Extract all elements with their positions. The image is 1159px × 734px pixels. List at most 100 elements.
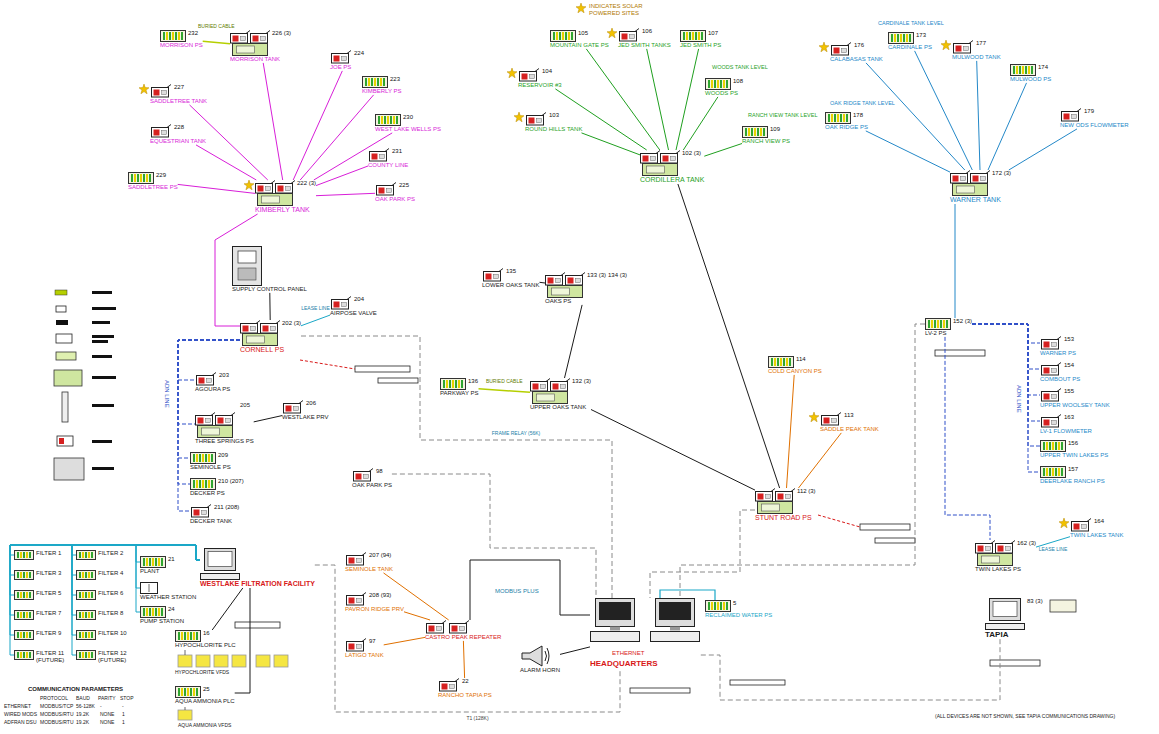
icon-part [635, 29, 639, 32]
note-label: PARITY [98, 696, 116, 702]
device-icon [482, 268, 504, 282]
connector [301, 315, 330, 326]
edge-label: LEASE LINE [300, 306, 331, 312]
connector [178, 340, 240, 511]
icon-part [766, 495, 771, 499]
site-node: FILTER 5 [14, 590, 61, 600]
device-icon [14, 590, 34, 600]
connector [680, 324, 925, 598]
solar-star [576, 3, 586, 13]
star-shape [576, 3, 586, 13]
icon-part [548, 286, 583, 298]
device-row: FILTER 11 (FUTURE) [14, 650, 70, 664]
icon-part [91, 572, 93, 578]
icon-part [191, 479, 216, 490]
icon-part [931, 320, 933, 328]
device-icon [76, 650, 96, 660]
connector [384, 573, 449, 620]
device-row: 114 [768, 356, 822, 368]
icon-part [149, 174, 151, 182]
icon-part [837, 413, 841, 416]
icon-part [79, 652, 81, 658]
router-symbol [990, 660, 1040, 666]
site-name: EQUESTRIAN TANK [150, 138, 206, 145]
device-row: 228 [150, 124, 206, 138]
icon-part [190, 632, 192, 640]
router-symbol [935, 350, 985, 356]
icon-part [23, 632, 25, 638]
site-name: DECKER PS [190, 490, 244, 497]
connector [269, 293, 270, 320]
site-node: 222 (3)KIMBERLY TANK [255, 180, 316, 214]
icon-part [377, 78, 379, 86]
device-icon [352, 468, 374, 482]
device-icon [755, 488, 795, 514]
device-row: FILTER 6 [76, 590, 123, 600]
device-icon [368, 148, 390, 162]
icon-part [88, 652, 90, 658]
icon-part [187, 632, 189, 640]
note-label: RANCH VIEW TANK LEVEL [748, 112, 817, 118]
site-number: 224 [354, 50, 364, 57]
note-label: BAUD [76, 696, 90, 702]
device-icon [705, 600, 731, 612]
icon-part [163, 32, 165, 40]
icon-part [77, 591, 96, 600]
icon-part [757, 128, 759, 136]
icon-part [1049, 442, 1051, 450]
site-name: LATIGO TANK [345, 652, 384, 659]
icon-part [533, 384, 539, 390]
site-name: WEST LAKE WELLS PS [375, 126, 441, 133]
icon-part [251, 34, 268, 44]
site-number: 107 [708, 30, 718, 37]
icon-part [380, 155, 385, 159]
site-number: 222 (3) [297, 180, 316, 187]
icon-part [202, 428, 220, 435]
icon-part [91, 552, 93, 558]
icon-part [900, 34, 902, 42]
connector [10, 545, 200, 595]
icon-part [349, 598, 355, 604]
device-row: 227 [150, 84, 207, 98]
device-icon [975, 540, 1015, 566]
icon-part [745, 128, 747, 136]
site-name: AIRPOSE VALVE [330, 310, 377, 317]
device-row: 163 [1040, 414, 1092, 428]
icon-part [20, 612, 22, 618]
device-row: 223 [362, 76, 401, 88]
site-number: 24 [168, 606, 175, 613]
site-name: FILTER 7 [36, 610, 61, 617]
icon-part [79, 632, 81, 638]
icon-part [758, 502, 793, 514]
icon-part [581, 273, 585, 276]
icon-part [651, 157, 656, 161]
connector [136, 545, 200, 612]
icon-part [349, 644, 355, 650]
icon-part [711, 80, 713, 88]
site-node: 108WOODS PS [705, 78, 743, 97]
device-icon [590, 598, 700, 643]
note-label: - [122, 704, 124, 710]
device-row: 106 [618, 28, 671, 42]
icon-part [891, 34, 893, 42]
site-name: DECKER TANK [190, 518, 239, 525]
icon-part [88, 592, 90, 598]
device-row: 22 [438, 678, 492, 692]
icon-part [1061, 468, 1063, 476]
icon-part [762, 504, 780, 511]
icon-part [531, 382, 548, 392]
device-row: 222 (3) [255, 180, 316, 206]
icon-part [29, 572, 31, 578]
icon-part [347, 51, 351, 54]
note-label: OAK RIDGE TANK LEVEL [830, 100, 895, 106]
icon-part [791, 489, 795, 492]
icon-part [247, 336, 265, 343]
icon-part [1049, 468, 1051, 476]
note-label: (ALL DEVICES ARE NOT SHOWN, SEE TAPIA CO… [935, 714, 1115, 720]
icon-part [906, 34, 908, 42]
icon-part [379, 188, 385, 194]
icon-part [262, 196, 280, 203]
icon-part [1044, 394, 1050, 400]
connector [945, 337, 990, 540]
device-row: 232 [160, 30, 203, 42]
